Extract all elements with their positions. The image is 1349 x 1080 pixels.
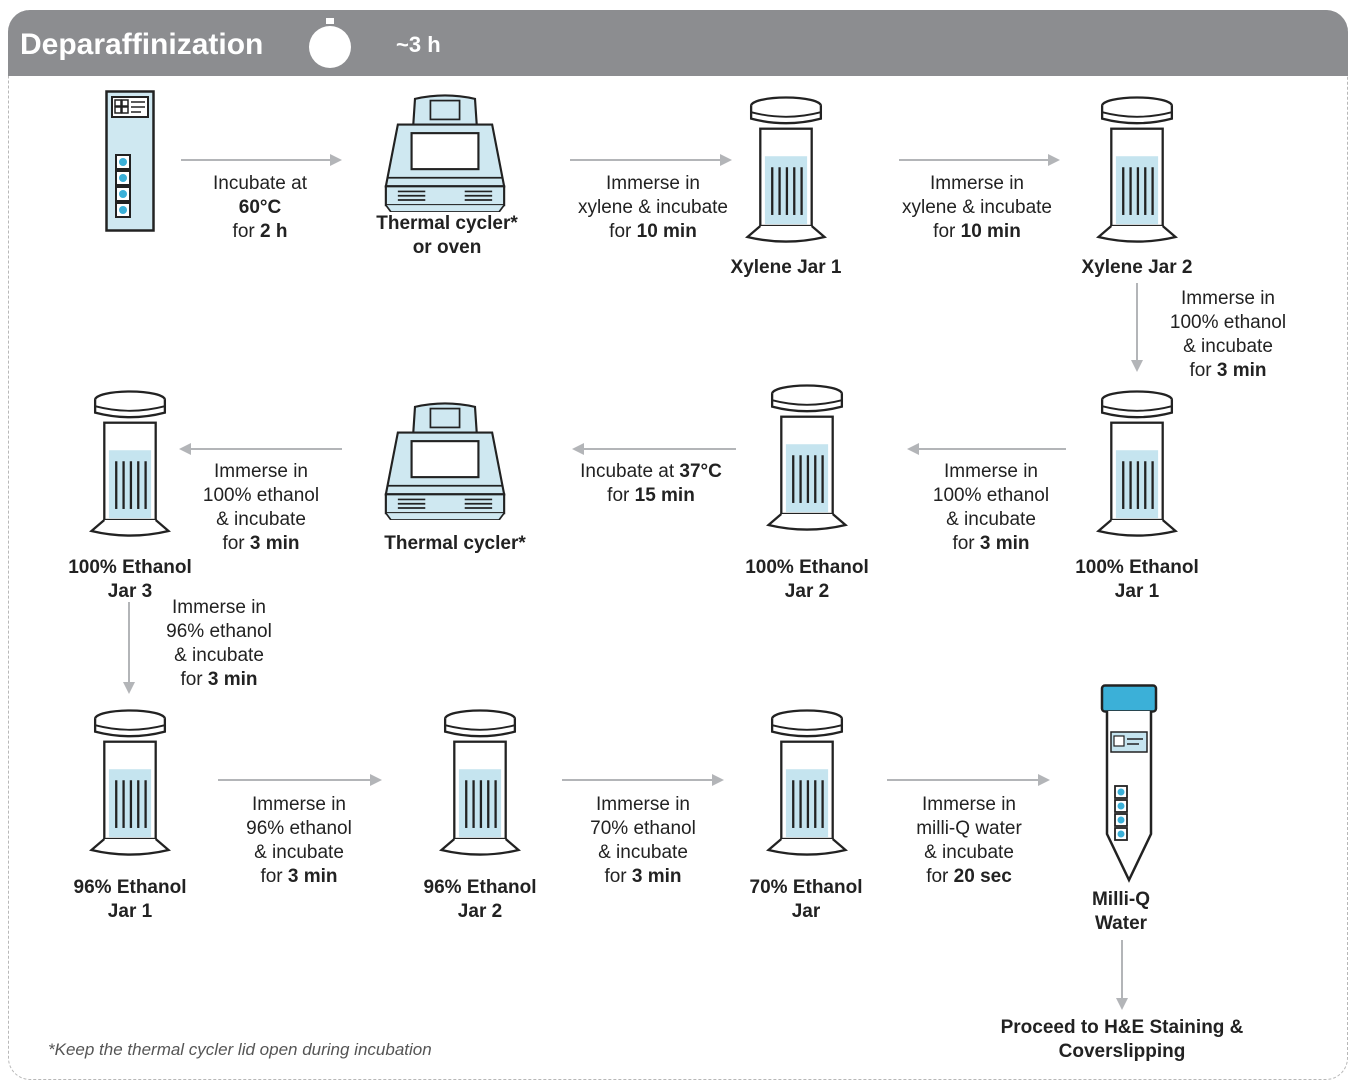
page-title: Deparaffinization bbox=[20, 28, 264, 61]
jar-icon bbox=[80, 705, 180, 861]
thermal-cycler-icon bbox=[370, 400, 520, 520]
jar-icon bbox=[430, 705, 530, 861]
node-label-xylene-jar-2: Xylene Jar 2 bbox=[1081, 257, 1193, 278]
jar-icon bbox=[1087, 92, 1187, 248]
jar-icon bbox=[1087, 386, 1187, 542]
jar-icon bbox=[80, 386, 180, 542]
tube-icon bbox=[1100, 684, 1158, 883]
node-label-thermal-cycler-2: Thermal cycler* bbox=[384, 533, 526, 554]
total-duration: ~3 h bbox=[396, 32, 441, 57]
slide-icon bbox=[105, 90, 155, 232]
jar-icon bbox=[757, 705, 857, 861]
footnote: *Keep the thermal cycler lid open during… bbox=[48, 1040, 432, 1059]
jar-icon bbox=[736, 92, 836, 248]
thermal-cycler-icon bbox=[370, 92, 520, 212]
node-label-final-step: Proceed to H&E Staining &Coverslipping bbox=[1000, 1017, 1244, 1062]
stopwatch-icon bbox=[309, 18, 351, 68]
jar-icon bbox=[757, 380, 857, 536]
node-label-thermal-cycler-1: Thermal cycler*or oven bbox=[376, 213, 518, 258]
node-label-xylene-jar-1: Xylene Jar 1 bbox=[730, 257, 842, 278]
header-bar bbox=[8, 10, 1348, 76]
